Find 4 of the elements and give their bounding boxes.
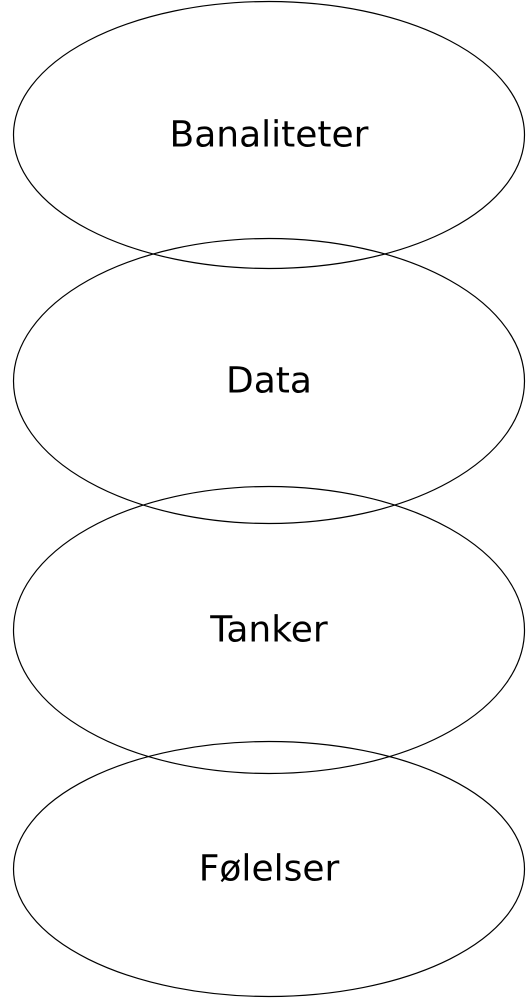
ellipse-label: Banaliteter [170,114,368,156]
ellipse-label: Data [226,360,312,402]
ellipse-label: Tanker [210,610,328,650]
ellipse-label: Følelser [198,848,340,890]
